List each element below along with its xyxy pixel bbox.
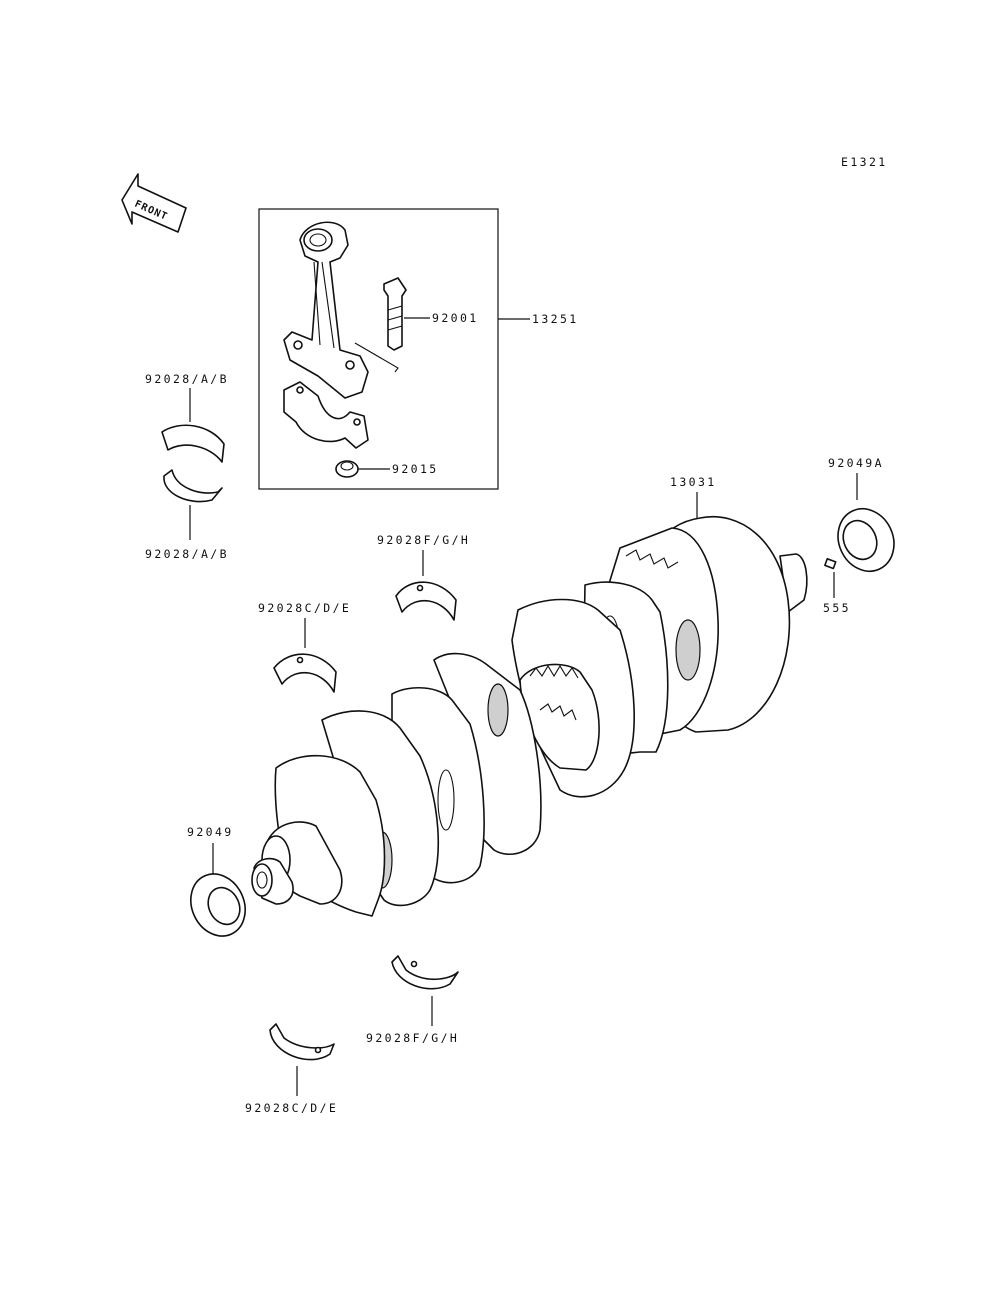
key-icon	[824, 558, 837, 570]
label-92028-fgh-upper: 92028F/G/H	[377, 533, 470, 547]
label-92015: 92015	[392, 462, 439, 476]
conrod-bearing-upper-icon	[161, 424, 225, 463]
oil-seal-right-icon	[837, 508, 895, 572]
label-92001: 92001	[432, 311, 479, 325]
label-92028-fgh-lower: 92028F/G/H	[366, 1031, 459, 1045]
label-92028-cde-lower: 92028C/D/E	[245, 1101, 338, 1115]
connecting-rod-icon	[283, 221, 369, 399]
main-bearing-cde-upper-icon	[273, 653, 337, 693]
label-13031: 13031	[670, 475, 717, 489]
front-direction-arrow-icon: FRONT	[121, 173, 187, 233]
diagram-code: E1321	[841, 155, 888, 169]
label-13251: 13251	[532, 312, 579, 326]
label-555: 555	[823, 601, 851, 615]
crankshaft-icon	[251, 516, 808, 917]
label-92049: 92049	[187, 825, 234, 839]
conrod-bearing-lower-icon	[163, 469, 223, 503]
label-92028-cde-upper: 92028C/D/E	[258, 601, 351, 615]
main-bearing-fgh-upper-icon	[395, 581, 457, 621]
label-92028-ab-lower: 92028/A/B	[145, 547, 229, 561]
main-bearing-fgh-lower-icon	[391, 955, 459, 990]
conrod-nut-icon	[335, 460, 359, 478]
conrod-assembly-box	[258, 208, 499, 490]
conrod-bolt-icon	[354, 277, 407, 373]
oil-seal-left-icon	[190, 873, 246, 937]
conrod-cap-icon	[283, 381, 369, 449]
label-92028-ab-upper: 92028/A/B	[145, 372, 229, 386]
main-bearing-cde-lower-icon	[269, 1023, 335, 1061]
label-92049a: 92049A	[828, 456, 884, 470]
